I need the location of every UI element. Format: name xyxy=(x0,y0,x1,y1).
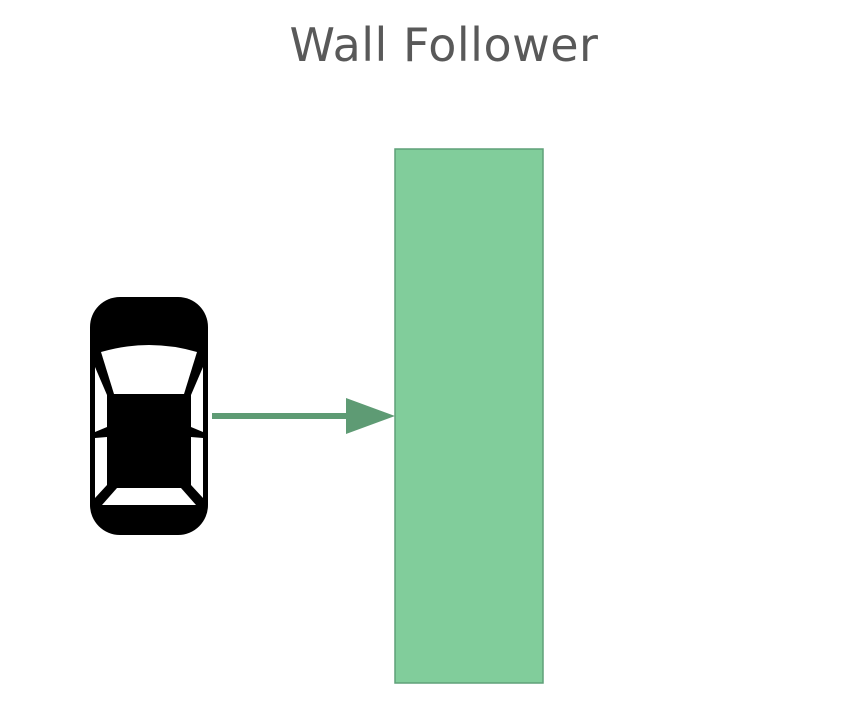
car-right-front-window xyxy=(191,367,203,432)
distance-arrow xyxy=(212,398,395,434)
car-left-rear-window xyxy=(95,437,107,498)
car-right-rear-window xyxy=(191,437,203,498)
car-top-view-icon xyxy=(90,297,208,535)
car-rear-window xyxy=(102,488,196,505)
wall xyxy=(394,148,544,684)
arrow-head xyxy=(346,398,395,434)
car-windshield xyxy=(101,345,197,394)
diagram-title: Wall Follower xyxy=(289,18,599,72)
car-left-front-window xyxy=(95,367,107,432)
